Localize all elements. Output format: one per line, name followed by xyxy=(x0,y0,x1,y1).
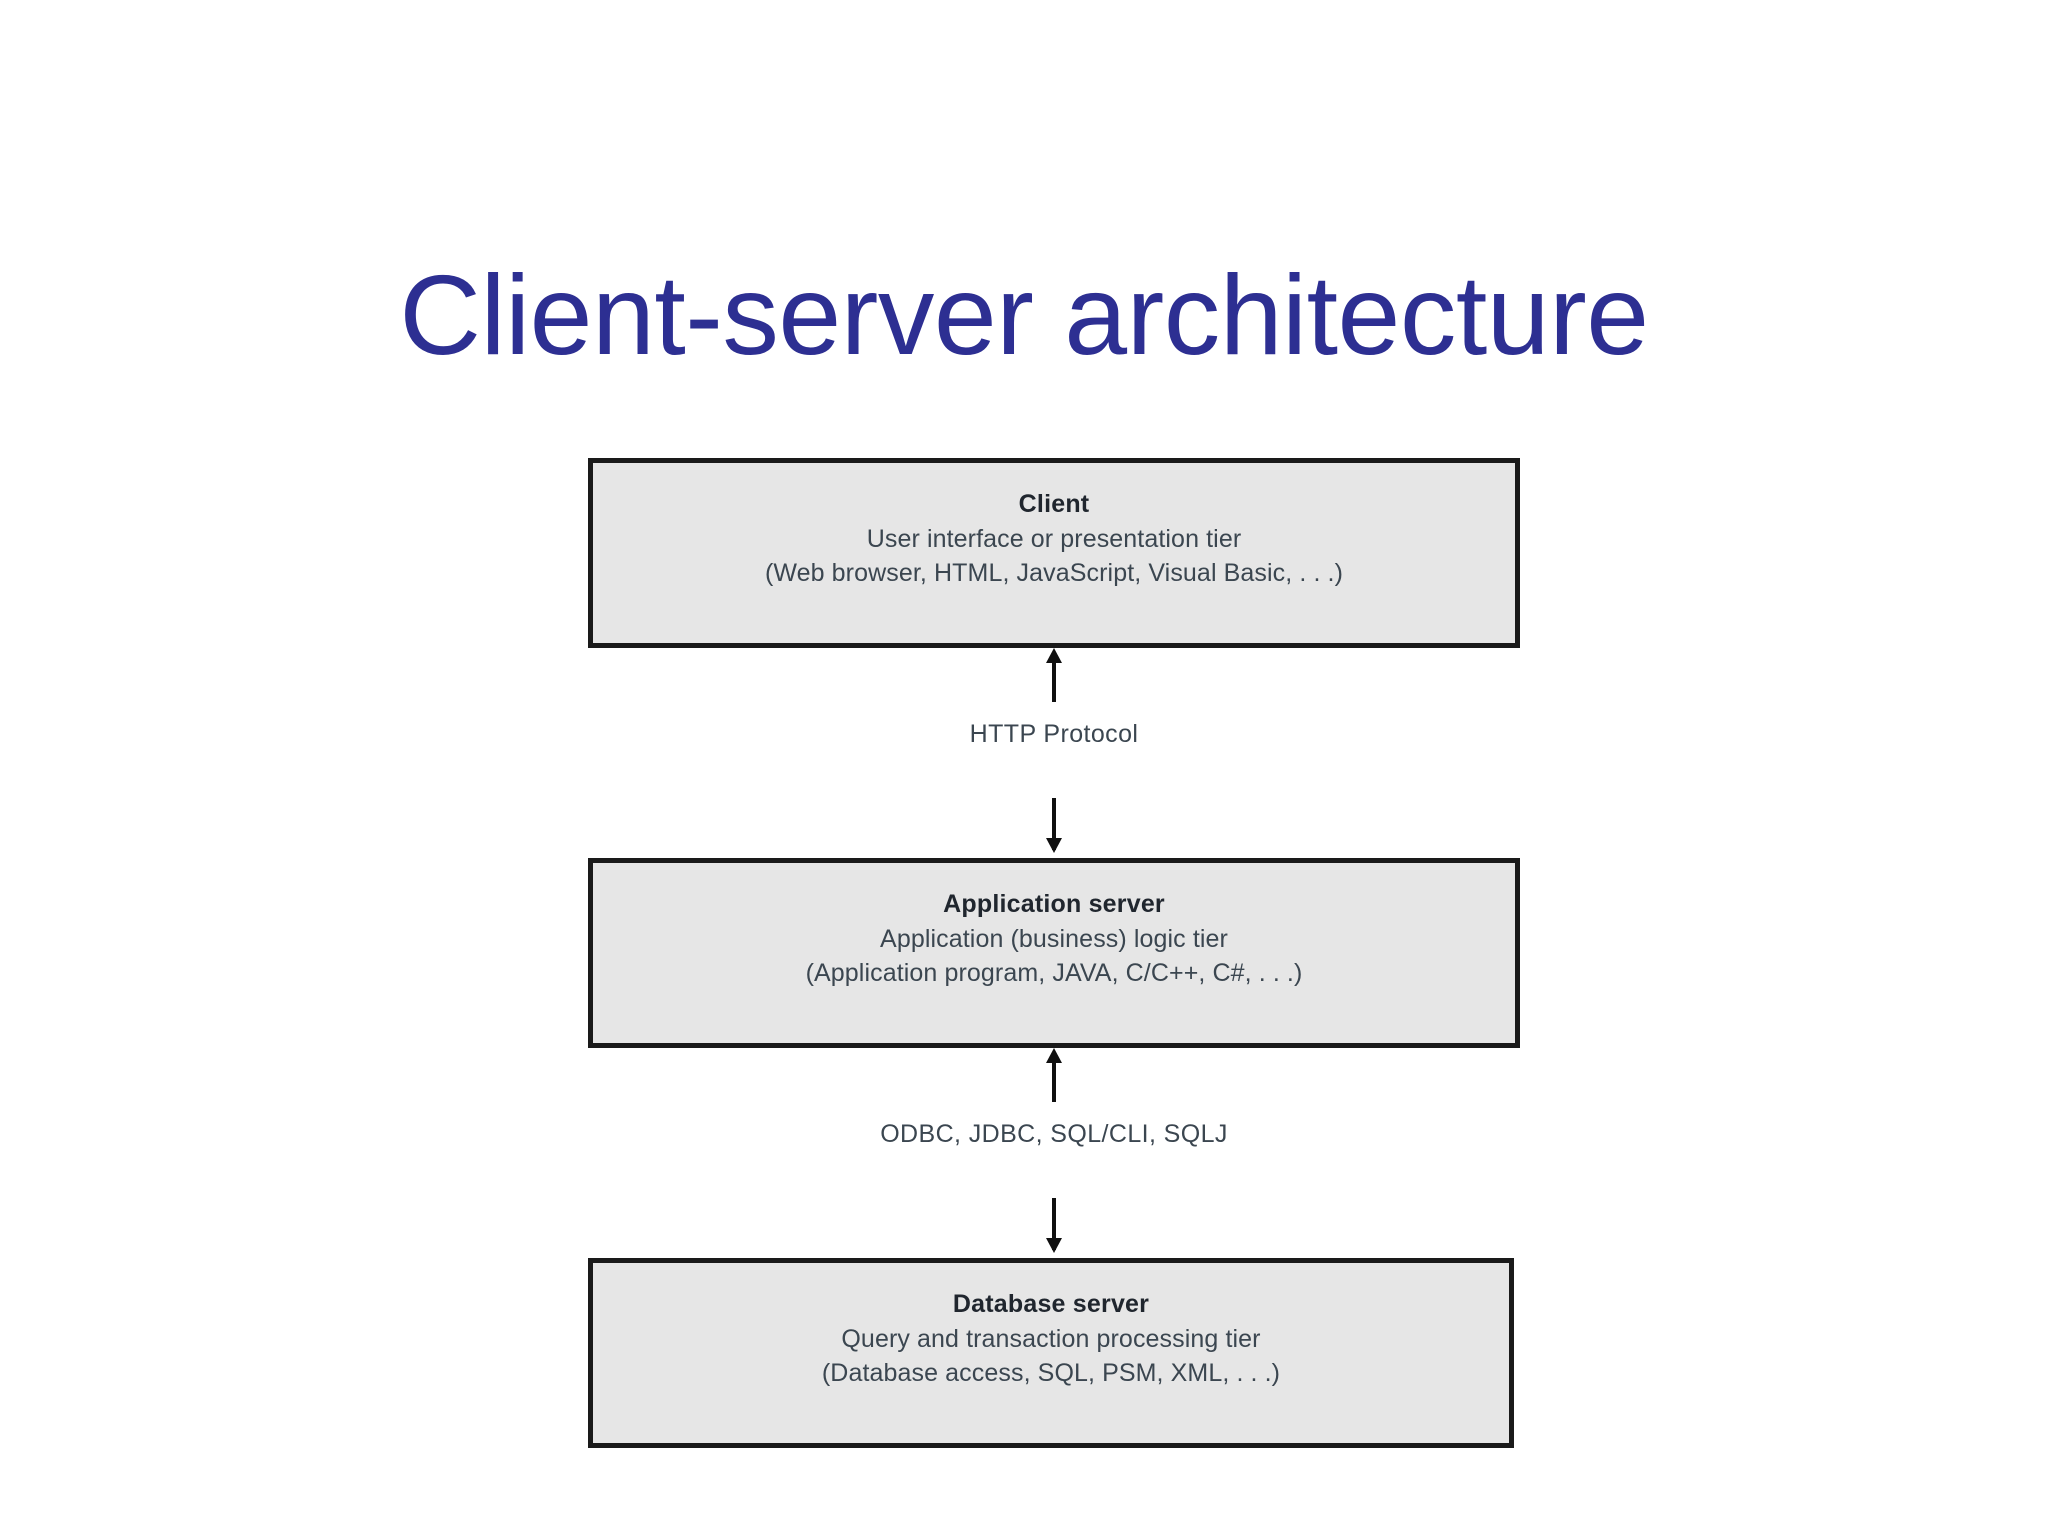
tier-subtitle-application-server: Application (business) logic tier xyxy=(880,924,1228,953)
architecture-diagram: Client User interface or presentation ti… xyxy=(588,458,1540,1448)
connector-label-odbc: ODBC, JDBC, SQL/CLI, SQLJ xyxy=(880,1120,1228,1148)
tier-subtitle-database-server: Query and transaction processing tier xyxy=(841,1324,1261,1353)
tier-title-client: Client xyxy=(1018,490,1090,518)
page-title: Client-server architecture xyxy=(399,251,1649,378)
arrow-down-head-icon xyxy=(1046,1238,1062,1253)
arrow-down-line xyxy=(1052,798,1056,850)
tier-box-database-server: Database server Query and transaction pr… xyxy=(588,1258,1514,1448)
tier-box-application-server: Application server Application (business… xyxy=(588,858,1520,1048)
tier-title-application-server: Application server xyxy=(943,890,1165,918)
tier-box-client: Client User interface or presentation ti… xyxy=(588,458,1520,648)
connector-client-to-application: HTTP Protocol xyxy=(588,648,1520,858)
arrow-up-line xyxy=(1052,654,1056,702)
arrow-down-line xyxy=(1052,1198,1056,1250)
connector-application-to-database: ODBC, JDBC, SQL/CLI, SQLJ xyxy=(588,1048,1520,1258)
tier-detail-database-server: (Database access, SQL, PSM, XML, . . .) xyxy=(821,1359,1281,1387)
tier-detail-client: (Web browser, HTML, JavaScript, Visual B… xyxy=(764,559,1344,587)
tier-subtitle-client: User interface or presentation tier xyxy=(866,524,1242,553)
arrow-up-line xyxy=(1052,1054,1056,1102)
arrow-down-head-icon xyxy=(1046,838,1062,853)
tier-title-database-server: Database server xyxy=(952,1290,1150,1318)
connector-label-http: HTTP Protocol xyxy=(969,720,1139,748)
tier-detail-application-server: (Application program, JAVA, C/C++, C#, .… xyxy=(805,959,1303,987)
